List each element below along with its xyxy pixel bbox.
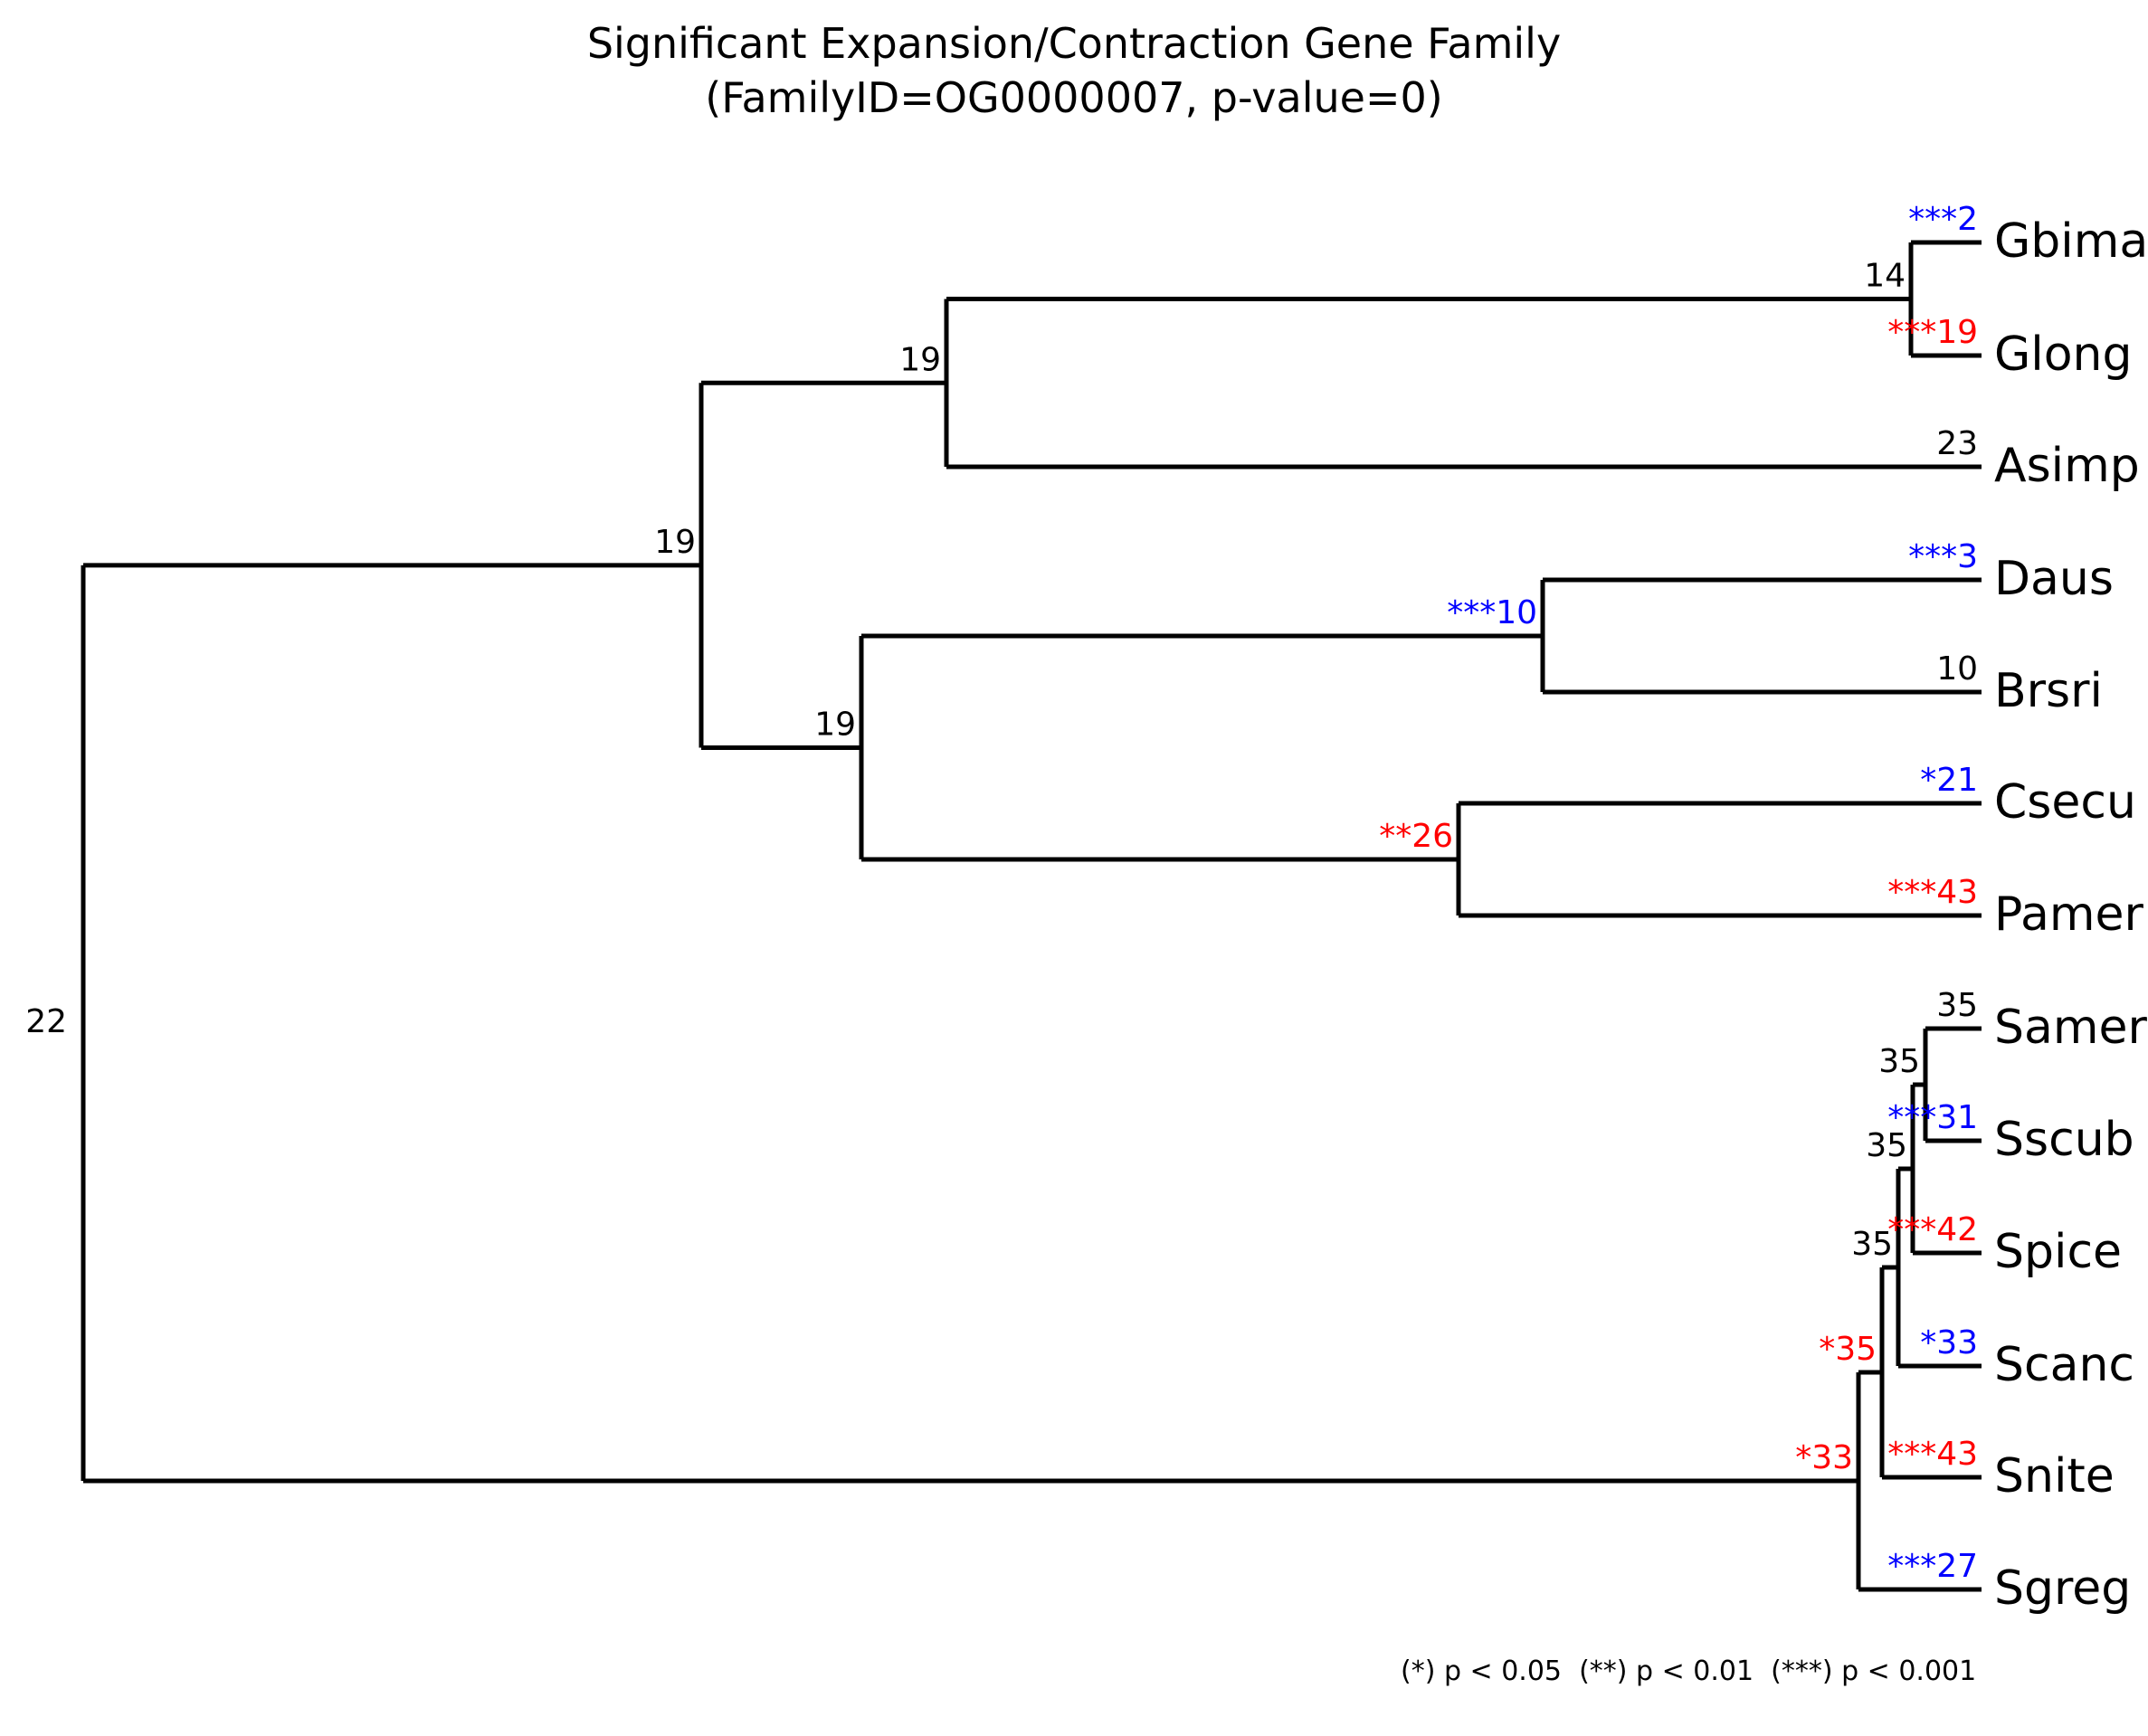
leaf-label-layer: GbimaGlongAsimpDausBrsriCsecuPamerSamerS…	[1994, 214, 2148, 1616]
significance-legend: (*) p < 0.05 (**) p < 0.01 (***) p < 0.0…	[1401, 1655, 1977, 1687]
leaf-value-Spice: ***42	[1887, 1211, 1978, 1248]
leaf-label-Snite: Snite	[1994, 1449, 2115, 1504]
leaf-value-Sgreg: ***27	[1887, 1548, 1978, 1585]
leaf-label-Sgreg: Sgreg	[1994, 1561, 2131, 1616]
leaf-label-Brsri: Brsri	[1994, 664, 2103, 718]
leaf-label-Daus: Daus	[1994, 552, 2114, 606]
node-value-n_gg_a: 19	[899, 341, 941, 378]
node-number-layer: ***2***1923***310*21***4335***31***42*33…	[25, 201, 1978, 1585]
leaf-value-Pamer: ***43	[1887, 874, 1978, 911]
leaf-label-Asimp: Asimp	[1994, 439, 2140, 493]
node-value-n_s4: 35	[1866, 1127, 1907, 1164]
leaf-label-Glong: Glong	[1994, 327, 2133, 382]
title-line-2: (FamilyID=OG0000007, p-value=0)	[705, 73, 1443, 122]
node-value-n_snakes: *33	[1795, 1439, 1853, 1476]
leaf-value-Glong: ***19	[1887, 314, 1978, 351]
node-value-n_db: ***10	[1447, 594, 1537, 631]
node-value-n_mid: 19	[814, 707, 856, 744]
branch-layer	[81, 240, 1982, 1592]
leaf-label-Csecu: Csecu	[1994, 775, 2136, 830]
leaf-label-Spice: Spice	[1994, 1225, 2122, 1279]
leaf-value-Asimp: 23	[1936, 425, 1978, 462]
chart-title: Significant Expansion/Contraction Gene F…	[0, 16, 2148, 125]
leaf-value-Sscub: ***31	[1887, 1099, 1978, 1136]
leaf-value-Brsri: 10	[1936, 650, 1978, 688]
leaf-value-Gbima: ***2	[1908, 201, 1978, 238]
leaf-value-Snite: ***43	[1887, 1436, 1978, 1473]
node-value-n_root: 22	[25, 1003, 67, 1040]
leaf-label-Pamer: Pamer	[1994, 887, 2144, 942]
node-value-n_cp: **26	[1379, 818, 1453, 855]
leaf-label-Gbima: Gbima	[1994, 214, 2148, 269]
title-line-1: Significant Expansion/Contraction Gene F…	[586, 19, 1562, 68]
leaf-label-Samer: Samer	[1994, 1001, 2148, 1055]
leaf-value-Samer: 35	[1936, 987, 1978, 1024]
node-value-n_s5: 35	[1878, 1043, 1920, 1080]
node-value-n_gg: 14	[1864, 258, 1906, 295]
leaf-label-Scanc: Scanc	[1994, 1338, 2134, 1392]
leaf-value-Scanc: *33	[1920, 1324, 1978, 1361]
leaf-value-Csecu: *21	[1920, 762, 1978, 799]
node-value-n_s3: 35	[1851, 1226, 1893, 1263]
leaf-value-Daus: ***3	[1908, 538, 1978, 575]
node-value-n_s_inner: *35	[1819, 1331, 1877, 1368]
node-value-n_upper: 19	[654, 524, 696, 561]
leaf-label-Sscub: Sscub	[1994, 1113, 2134, 1167]
